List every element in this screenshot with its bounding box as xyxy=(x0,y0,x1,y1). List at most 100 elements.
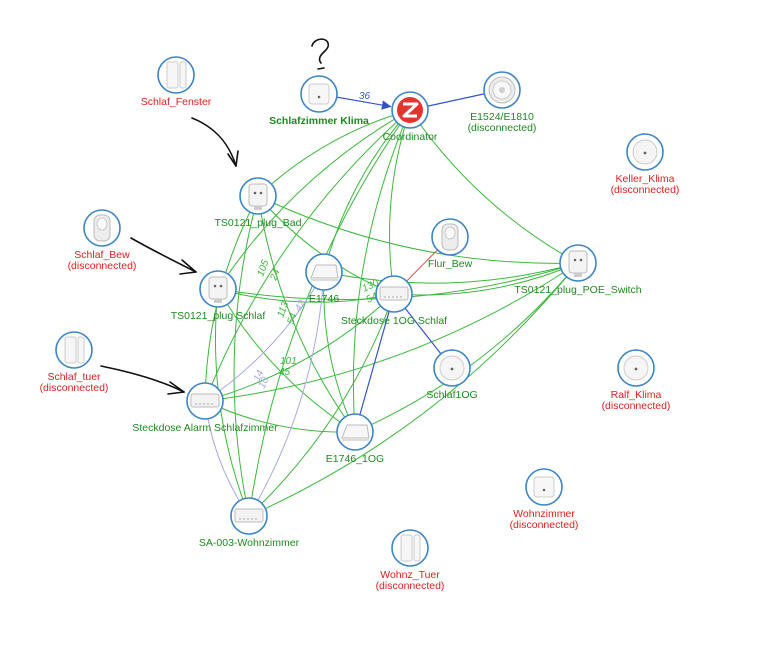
node-name: TS0121_plug Schlaf xyxy=(171,310,266,322)
smart-plug-icon xyxy=(568,250,588,277)
link-sa003-e1746 xyxy=(248,271,325,517)
link-quality-label: 10 xyxy=(257,375,272,390)
node-keller-klima[interactable]: Keller_Klima(disconnected) xyxy=(611,133,680,196)
node-name: Steckdose 1OG Schlaf xyxy=(341,315,447,327)
link-steckdose_alarm-steckdose_1og xyxy=(204,293,395,402)
node-name: Schlaf_tuer xyxy=(47,371,101,383)
repeater-icon xyxy=(341,424,370,441)
door-sensor-icon xyxy=(64,336,85,364)
link-quality-label: 45 xyxy=(279,367,291,378)
link-quality-label: 36 xyxy=(359,91,371,102)
link-ts0121_bad-steckdose_1og xyxy=(257,195,395,295)
smart-plug-icon xyxy=(248,183,268,210)
node-schlaf1og[interactable]: Schlaf1OG xyxy=(426,349,478,401)
node-e1524[interactable]: E1524/E1810(disconnected) xyxy=(468,71,537,134)
link-coordinator-e1746_1og xyxy=(352,109,411,433)
node-status: (disconnected) xyxy=(510,519,579,531)
arrow-annotation-bad xyxy=(191,117,239,167)
relay-module-icon xyxy=(190,393,220,408)
node-e1746-1og[interactable]: E1746_1OG xyxy=(326,413,384,465)
node-status: (disconnected) xyxy=(611,184,680,196)
node-coordinator[interactable]: Coordinator xyxy=(383,91,438,143)
link-quality-label: 42 xyxy=(293,298,308,314)
node-wohnzimmer[interactable]: Wohnzimmer(disconnected) xyxy=(510,468,579,531)
node-schlaf-fenster[interactable]: Schlaf_Fenster xyxy=(141,56,212,108)
link-steckdose_1og-ts0121_poe xyxy=(393,262,579,296)
node-ts0121-bad[interactable]: TS0121_plug_Bad xyxy=(215,177,302,229)
node-name: Schlaf1OG xyxy=(426,389,477,401)
square-sensor-icon xyxy=(533,476,555,498)
handwritten-annotations xyxy=(100,38,330,395)
link-quality-label: 24 xyxy=(268,267,283,283)
link-quality-label: 54 xyxy=(285,311,299,326)
node-status: (disconnected) xyxy=(602,400,671,412)
motion-sensor-icon xyxy=(441,223,459,251)
arrow-annotation-alarm xyxy=(100,365,185,395)
node-sa003[interactable]: SA-003-Wohnzimmer xyxy=(199,497,300,549)
node-steckdose-alarm[interactable]: Steckdose Alarm Schlafzimmer xyxy=(132,382,278,434)
node-flur-bew[interactable]: Flur_Bew xyxy=(428,218,473,270)
link-coordinator-ts0121_bad xyxy=(257,109,411,197)
node-status: (disconnected) xyxy=(40,382,109,394)
smart-plug-icon xyxy=(208,276,228,303)
node-status: (disconnected) xyxy=(68,260,137,272)
round-sensor-icon xyxy=(632,139,658,165)
node-status: (disconnected) xyxy=(468,122,537,134)
node-name: E1746_1OG xyxy=(326,453,384,465)
link-quality-label: 14 xyxy=(252,368,267,383)
node-name: Schlaf_Fenster xyxy=(141,96,212,108)
node-name: Flur_Bew xyxy=(428,258,473,270)
node-ts0121-poe[interactable]: TS0121_plug_POE_Switch xyxy=(514,244,642,296)
link-coordinator-ts0121_schlaf xyxy=(217,109,411,290)
link-quality-label: 101 xyxy=(280,356,297,367)
node-steckdose-1og[interactable]: Steckdose 1OG Schlaf xyxy=(341,275,447,327)
node-name: TS0121_plug_POE_Switch xyxy=(514,284,641,296)
node-wohnz-tuer[interactable]: Wohnz_Tuer(disconnected) xyxy=(376,529,445,592)
link-coordinator-ts0121_poe xyxy=(409,109,579,264)
link-coordinator-e1746 xyxy=(323,109,411,273)
node-name: E1746 xyxy=(309,293,340,305)
node-name: SA-003-Wohnzimmer xyxy=(199,537,300,549)
node-name: Keller_Klima xyxy=(616,173,675,185)
node-e1746[interactable]: E1746 xyxy=(305,253,343,305)
node-name: TS0121_plug_Bad xyxy=(215,217,302,229)
node-schlaf-bew[interactable]: Schlaf_Bew(disconnected) xyxy=(68,209,137,272)
node-name: Coordinator xyxy=(383,131,438,143)
node-ts0121-schlaf[interactable]: TS0121_plug Schlaf xyxy=(171,270,266,322)
node-name: Schlafzimmer Klima xyxy=(269,115,369,127)
node-status: (disconnected) xyxy=(376,580,445,592)
round-sensor-icon xyxy=(439,355,465,381)
link-sa003-ts0121_poe xyxy=(248,262,579,517)
relay-module-icon xyxy=(379,286,409,301)
round-remote-icon xyxy=(488,76,516,104)
node-ralf-klima[interactable]: Ralf_Klima(disconnected) xyxy=(602,349,671,412)
node-schlafzimmer-klima[interactable]: Schlafzimmer Klima xyxy=(269,75,369,127)
link-steckdose_alarm-ts0121_poe xyxy=(204,262,579,402)
node-name: Ralf_Klima xyxy=(611,389,662,401)
square-sensor-icon xyxy=(308,83,330,105)
node-name: Wohnz_Tuer xyxy=(380,569,440,581)
link-ts0121_bad-ts0121_poe xyxy=(257,195,579,264)
arrow-annotation-schlaf xyxy=(130,237,197,275)
node-name: Wohnzimmer xyxy=(513,508,575,520)
zigbee-logo-icon xyxy=(397,97,423,123)
link-ts0121_schlaf-e1746_1og xyxy=(217,288,356,433)
node-name: E1524/E1810 xyxy=(470,111,534,123)
link-e1746_1og-ts0121_poe xyxy=(354,262,579,433)
node-name: Steckdose Alarm Schlafzimmer xyxy=(132,422,278,434)
link-ts0121_bad-e1746_1og xyxy=(257,195,356,433)
node-schlaf-tuer[interactable]: Schlaf_tuer(disconnected) xyxy=(40,331,109,394)
motion-sensor-icon xyxy=(93,214,111,242)
link-coordinator-steckdose_alarm xyxy=(204,109,411,402)
link-steckdose_alarm-e1746 xyxy=(204,271,325,402)
node-name: Schlaf_Bew xyxy=(74,249,130,261)
door-sensor-icon xyxy=(400,534,421,562)
link-coordinator-steckdose_1og xyxy=(389,109,411,295)
link-quality-label: 113 xyxy=(275,300,291,319)
link-e1746-ts0121_poe xyxy=(323,262,579,284)
door-sensor-icon xyxy=(166,61,187,89)
round-sensor-icon xyxy=(623,355,649,381)
